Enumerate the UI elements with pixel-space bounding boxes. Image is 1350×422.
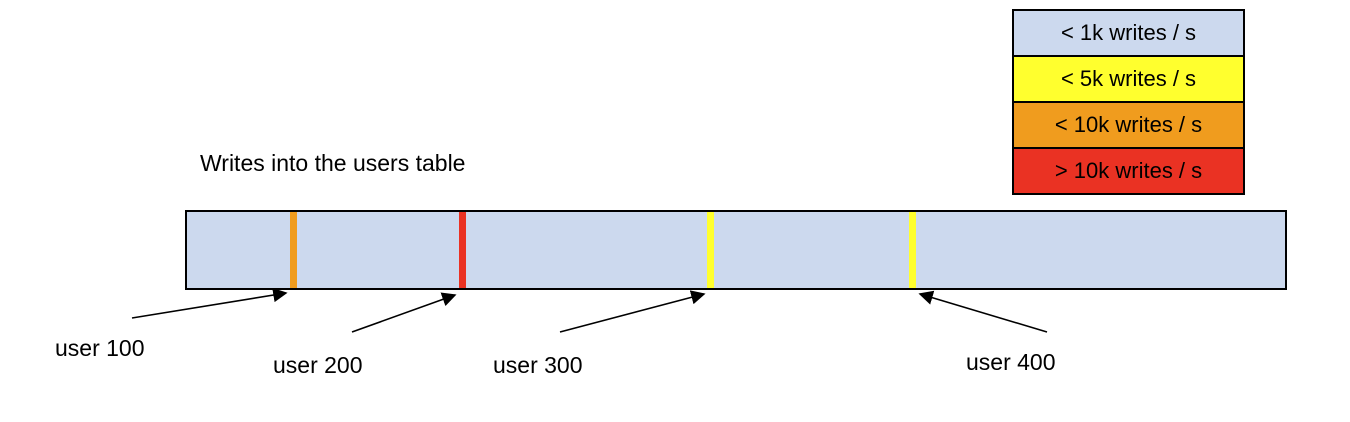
write-hotspot-marker-user-300 [707, 212, 714, 288]
callout-user-100: user 100 [55, 335, 145, 361]
legend: < 1k writes / s < 5k writes / s < 10k wr… [1012, 9, 1245, 195]
legend-item-lt-5k: < 5k writes / s [1012, 55, 1245, 103]
arrow-user-200 [351, 292, 457, 333]
write-hotspot-marker-user-100 [290, 212, 297, 288]
legend-item-lt-10k: < 10k writes / s [1012, 101, 1245, 149]
users-table-bar [185, 210, 1287, 290]
legend-item-lt-1k: < 1k writes / s [1012, 9, 1245, 57]
callout-user-400: user 400 [966, 349, 1056, 375]
arrow-user-100 [131, 287, 288, 319]
legend-item-lt-5k-label: < 5k writes / s [1060, 66, 1197, 91]
write-hotspot-marker-user-200 [459, 212, 466, 288]
legend-item-gt-10k-label: > 10k writes / s [1054, 158, 1203, 183]
arrow-user-400 [918, 290, 1048, 333]
legend-item-lt-1k-label: < 1k writes / s [1060, 20, 1197, 45]
arrow-user-300 [559, 290, 706, 333]
legend-item-lt-10k-label: < 10k writes / s [1054, 112, 1203, 137]
callout-user-200: user 200 [273, 352, 363, 378]
diagram-title: Writes into the users table [200, 150, 466, 176]
legend-item-gt-10k: > 10k writes / s [1012, 147, 1245, 195]
write-hotspot-marker-user-400 [909, 212, 916, 288]
callout-user-300: user 300 [493, 352, 583, 378]
